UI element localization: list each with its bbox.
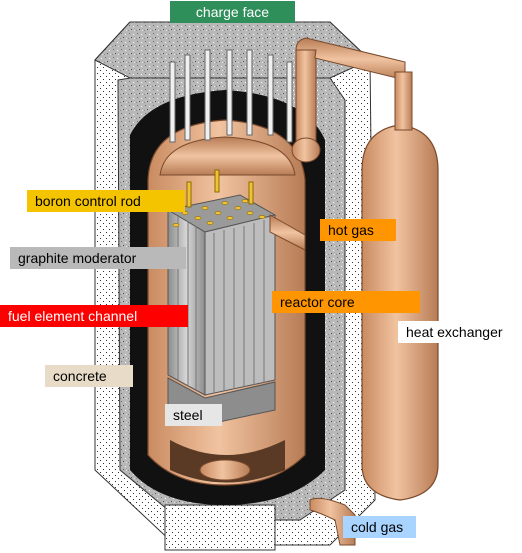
label-concrete: concrete [45, 365, 133, 387]
label-heat-exchanger: heat exchanger [398, 321, 516, 343]
hot-gas-pipe [295, 49, 317, 151]
core-side [204, 214, 276, 396]
label-graphite-moderator: graphite moderator [10, 247, 186, 269]
control-rod [248, 181, 254, 205]
hot-gas-duct [269, 37, 406, 251]
channel-openings [172, 199, 266, 227]
charge-face-standpipes [169, 49, 293, 143]
concrete-base [164, 504, 276, 551]
label-boron-control-rod: boron control rod [27, 190, 185, 212]
fuel-channels [177, 216, 265, 393]
heat-exchanger [361, 71, 439, 501]
hot-gas-inlet [269, 214, 306, 251]
core-front [167, 209, 206, 396]
label-cold-gas: cold gas [343, 516, 416, 538]
label-hot-gas: hot gas [320, 219, 396, 241]
vessel-dome [159, 136, 296, 176]
vessel-outlet [199, 459, 251, 481]
control-rod [214, 169, 220, 193]
hot-gas-elbow [295, 37, 406, 81]
label-reactor-core: reactor core [272, 291, 420, 313]
boron-control-rods [186, 169, 254, 208]
control-rod [186, 181, 192, 208]
graphite-core [166, 194, 277, 426]
heat-exchanger-top-pipe [394, 71, 413, 131]
hot-gas-flange [291, 137, 321, 163]
label-fuel-element-channel: fuel element channel [0, 305, 188, 327]
label-steel: steel [165, 404, 222, 426]
label-charge-face: charge face [170, 1, 295, 23]
